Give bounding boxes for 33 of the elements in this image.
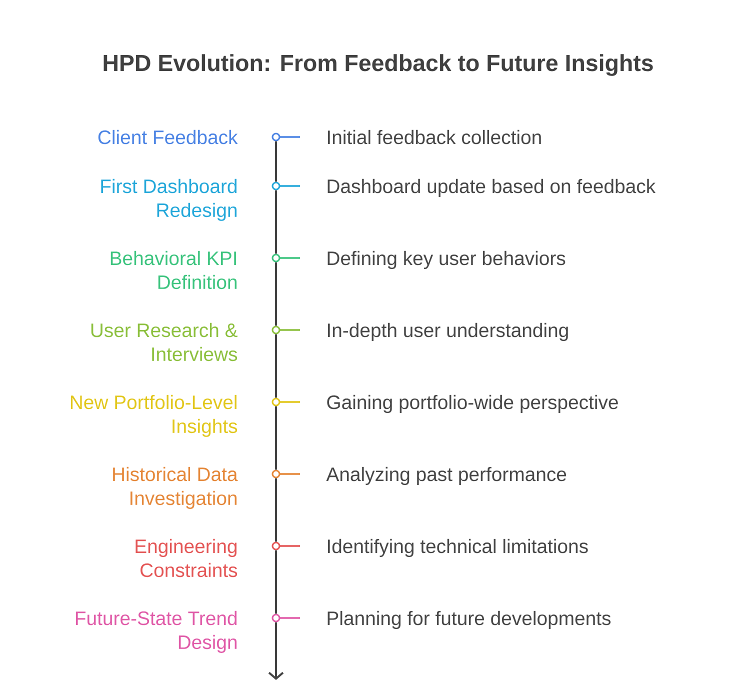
event-title: User Research & Interviews: [91, 322, 238, 362]
timeline-line: [275, 262, 277, 326]
timeline-dot: [272, 398, 280, 406]
event-title: Client Feedback: [98, 130, 238, 144]
event-description: Identifying technical limitations: [328, 538, 588, 558]
event-description: Defining key user behaviors: [328, 250, 566, 270]
event-description: Dashboard update based on feedback: [328, 178, 656, 198]
event-title: Behavioral KPI Definition: [110, 250, 237, 290]
event-description: Gaining portfolio-wide perspective: [327, 394, 618, 414]
event-description: Initial feedback collection: [328, 130, 541, 144]
timeline-arrow: [268, 622, 284, 680]
timeline-dot: [272, 254, 280, 262]
timeline-line: [275, 334, 277, 398]
event-description: In-depth user understanding: [328, 322, 568, 342]
event-description: Planning for future developments: [328, 610, 611, 630]
timeline-line: [275, 478, 277, 542]
event-title: First Dashboard Redesign: [101, 178, 237, 221]
timeline-dot: [272, 182, 280, 190]
timeline-dot: [272, 470, 280, 478]
event-title: Future-State Trend Design: [76, 610, 237, 653]
event-title: Engineering Constraints: [136, 538, 238, 578]
timeline-line: [275, 406, 277, 470]
event-title: New Portfolio-Level Insights: [70, 394, 238, 437]
timeline-dot: [272, 614, 280, 622]
timeline-dot: [272, 542, 280, 550]
event-title: Historical Data Investigation: [113, 466, 238, 509]
timeline-line: [275, 190, 277, 254]
timeline-dot: [272, 326, 280, 334]
title: HPD Evolution: From Feedback to Future Insights: [104, 54, 653, 76]
timeline-line: [275, 141, 277, 182]
timeline-line: [275, 550, 277, 614]
timeline-dot: [272, 132, 280, 142]
event-description: Analyzing past performance: [326, 466, 566, 486]
